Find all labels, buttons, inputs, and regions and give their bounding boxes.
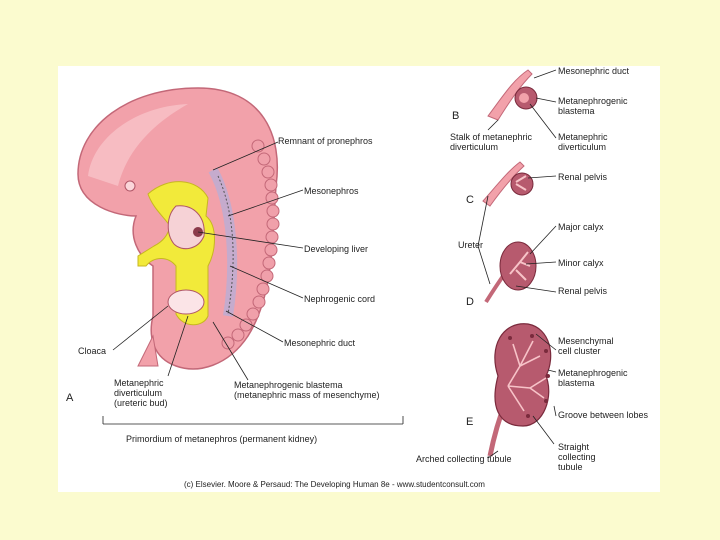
label-ureter: Ureter [458,240,484,250]
figure-panel: A B C D E Remnant of pronephros Mesoneph… [58,66,660,492]
stage-b [487,69,538,121]
label-line: diverticulum [114,388,163,398]
label-line: diverticulum [450,142,499,152]
tail [137,334,159,367]
label-line: cell cluster [558,346,601,356]
label-mesonephros: Mesonephros [304,186,359,196]
label-minor-calyx: Minor calyx [558,258,604,268]
label-arched-tubule: Arched collecting tubule [416,454,512,464]
label-cloaca: Cloaca [78,346,107,356]
label-major-calyx: Major calyx [558,222,604,232]
label-developing-liver: Developing liver [304,244,369,254]
panel-letter-d: D [466,296,474,308]
label-line: Stalk of metanephric [450,132,533,142]
label-mesenchymal-cluster: Mesenchymal cell cluster [558,336,614,356]
panel-letter-e: E [466,416,474,428]
label-groove: Groove between lobes [558,410,649,420]
label-line: diverticulum [558,142,607,152]
panel-letter-c: C [466,194,474,206]
label-line: Mesenchymal [558,336,614,346]
label-metanephrogenic-blastema-e: Metanephrogenic blastema [558,368,628,388]
label-line: (ureteric bud) [114,398,168,408]
leader-lines-a [102,141,404,425]
label-metanephric-diverticulum-b: Metanephric diverticulum [558,132,608,152]
label-mesonephric-duct-b: Mesonephric duct [558,66,630,76]
label-renal-pelvis-c: Renal pelvis [558,172,608,182]
embryo-drawing [77,87,280,370]
label-metanephric-diverticulum-a: Metanephric diverticulum (ureteric bud) [114,378,168,408]
label-line: Metanephric [558,132,608,142]
label-line: Metanephrogenic [558,96,628,106]
label-nephrogenic-cord: Nephrogenic cord [304,294,376,304]
embryo-kidney-diagram [77,69,557,459]
panel-letter-b: B [452,110,460,122]
embryo-head-highlight [88,104,188,186]
credit-line: (c) Elsevier. Moore & Persaud: The Devel… [184,480,485,489]
label-line: Metanephrogenic blastema [234,380,343,390]
label-primordium: Primordium of metanephros (permanent kid… [126,434,318,444]
label-straight-tubule: Straight collecting tubule [558,442,596,472]
stage-e [487,323,552,457]
somites [221,139,280,350]
label-line: (metanephric mass of mesenchyme) [234,390,380,400]
label-line: blastema [558,106,595,116]
mesonephric-tubules [217,175,234,315]
label-mesonephric-duct-a: Mesonephric duct [284,338,356,348]
cloaca-region [167,289,205,315]
label-line: Straight [558,442,590,452]
label-metanephrogenic-blastema-a: Metanephrogenic blastema (metanephric ma… [234,380,380,400]
label-renal-pelvis-d: Renal pelvis [558,286,608,296]
stage-d [484,241,537,304]
liver [167,205,205,250]
panel-letter-a: A [66,392,74,404]
label-line: tubule [558,462,583,472]
placode [124,180,136,192]
label-line: Metanephric [114,378,164,388]
leader-lines-right [477,69,557,459]
label-stalk: Stalk of metanephric diverticulum [450,132,532,152]
label-remnant-pronephros: Remnant of pronephros [278,136,373,146]
label-line: Metanephrogenic [558,368,628,378]
stage-c [482,161,534,207]
label-line: collecting [558,452,596,462]
label-line: blastema [558,378,595,388]
label-metanephrogenic-blastema-b: Metanephrogenic blastema [558,96,628,116]
